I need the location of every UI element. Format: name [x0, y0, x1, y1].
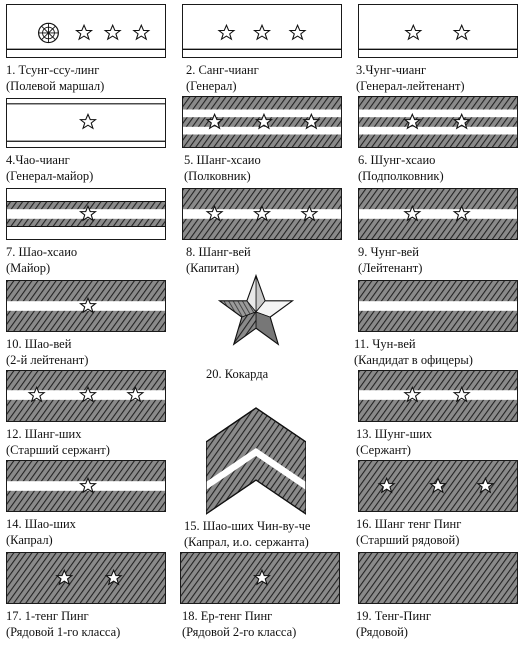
- rank-translation: (Рядовой 2-го класса): [182, 625, 297, 639]
- star-icon: [205, 112, 224, 130]
- star-icon: [403, 204, 422, 222]
- star-icon: [288, 23, 307, 41]
- rank-translation: (Подполковник): [358, 169, 444, 183]
- rank-name: 5. Шанг-хсаио: [184, 153, 261, 167]
- cockade-star-icon: [217, 273, 295, 346]
- star-icon: [252, 23, 272, 41]
- star-icon: [476, 476, 495, 494]
- shoulder-board-10: [6, 280, 166, 332]
- shoulder-board-7: [6, 188, 166, 240]
- star-icon: [126, 385, 145, 403]
- rank-translation: (Генерал-майор): [6, 169, 94, 183]
- shoulder-board-8: [182, 188, 342, 240]
- rank-translation: (Генерал-лейтенант): [356, 79, 465, 93]
- rank-translation: (Старший сержант): [6, 443, 110, 457]
- rank-translation: (Капрал): [6, 533, 53, 547]
- star-icon: [78, 385, 98, 403]
- shoulder-board-13: [358, 370, 518, 422]
- rank-translation: (Кандидат в офицеры): [354, 353, 473, 367]
- rank-translation: (Майор): [6, 261, 51, 275]
- shoulder-board-17: [6, 552, 166, 604]
- rank-translation: (Капрал, и.о. сержанта): [184, 535, 309, 549]
- star-icon: [132, 23, 151, 41]
- rank-name: 3.Чунг-чианг: [356, 63, 427, 77]
- rank-name: 17. 1-тенг Пинг: [6, 609, 89, 623]
- star-icon: [377, 476, 396, 494]
- shoulder-board-9: [358, 188, 518, 240]
- rank-translation: (Капитан): [186, 261, 240, 275]
- rank-name: 19. Тенг-Пинг: [356, 609, 431, 623]
- star-icon: [452, 204, 471, 222]
- star-icon: [78, 112, 98, 130]
- rank-name: 8. Шанг-вей: [186, 245, 251, 259]
- star-icon: [452, 23, 471, 41]
- star-icon: [74, 23, 94, 41]
- shoulder-board-11: [358, 280, 518, 332]
- star-icon: [452, 385, 471, 403]
- emblem-icon: [38, 22, 59, 44]
- star-icon: [27, 385, 46, 403]
- rank-name: 12. Шанг-ших: [6, 427, 82, 441]
- star-icon: [205, 204, 224, 222]
- rank-name: 9. Чунг-вей: [358, 245, 419, 259]
- star-icon: [403, 112, 422, 130]
- star-icon: [252, 204, 272, 222]
- star-icon: [404, 23, 423, 41]
- rank-name: 4.Чао-чианг: [6, 153, 70, 167]
- rank-translation: (Полевой маршал): [6, 79, 105, 93]
- rank-translation: (Старший рядовой): [356, 533, 460, 547]
- rank-translation: (Генерал): [186, 79, 237, 93]
- shoulder-board-5: [182, 96, 342, 148]
- rank-name: 18. Ер-тенг Пинг: [182, 609, 273, 623]
- star-icon: [300, 204, 319, 222]
- rank-name: 15. Шао-ших Чин-ву-че: [184, 519, 311, 533]
- shoulder-board-16: [358, 460, 518, 512]
- rank-translation: (2-й лейтенант): [6, 353, 89, 367]
- rank-translation: (Полковник): [184, 169, 251, 183]
- rank-name: 14. Шао-ших: [6, 517, 76, 531]
- rank-name: 11. Чун-вей: [354, 337, 416, 351]
- star-icon: [252, 568, 272, 586]
- rank-name: 6. Шунг-хсаио: [358, 153, 436, 167]
- chevron-badge-icon: [206, 407, 306, 515]
- rank-translation: (Рядовой): [356, 625, 408, 639]
- star-icon: [55, 568, 74, 586]
- rank-translation: (Сержант): [356, 443, 411, 457]
- star-icon: [78, 296, 98, 314]
- star-icon: [452, 112, 471, 130]
- star-icon: [217, 23, 236, 41]
- rank-name: 1. Тсунг-ссу-линг: [6, 63, 100, 77]
- star-icon: [254, 112, 274, 130]
- shoulder-board-14: [6, 460, 166, 512]
- shoulder-board-2: [182, 4, 342, 58]
- rank-name: 16. Шанг тенг Пинг: [356, 517, 462, 531]
- star-icon: [78, 204, 98, 222]
- shoulder-board-12: [6, 370, 166, 422]
- shoulder-board-4: [6, 98, 166, 148]
- star-icon: [428, 476, 448, 494]
- rank-translation: (Рядовой 1-го класса): [6, 625, 121, 639]
- shoulder-board-3: [358, 4, 518, 58]
- star-icon: [403, 385, 422, 403]
- rank-name: 10. Шао-вей: [6, 337, 72, 351]
- rank-translation: (Лейтенант): [358, 261, 423, 275]
- rank-name: 7. Шао-хсаио: [6, 245, 78, 259]
- shoulder-board-18: [180, 552, 340, 604]
- shoulder-board-19: [358, 552, 518, 604]
- rank-name: 2. Санг-чианг: [186, 63, 259, 77]
- rank-name: 13. Шунг-ших: [356, 427, 433, 441]
- rank-name: 20. Кокарда: [206, 367, 269, 381]
- star-icon: [104, 568, 123, 586]
- star-icon: [103, 23, 122, 41]
- star-icon: [302, 112, 321, 130]
- star-icon: [78, 476, 98, 494]
- shoulder-board-1: [6, 4, 166, 58]
- shoulder-board-6: [358, 96, 518, 148]
